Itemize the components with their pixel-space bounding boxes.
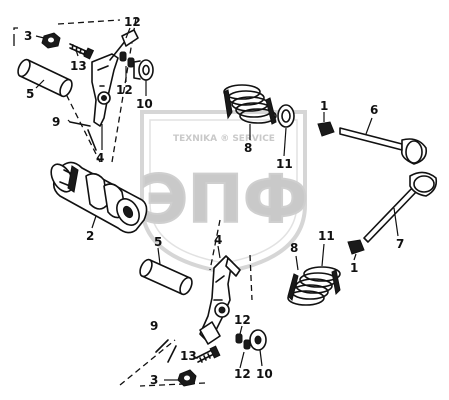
- rocker-shaft-bottom: [139, 258, 193, 296]
- rocker-shaft-top: [17, 58, 73, 98]
- valve-retainer-top: [317, 121, 335, 137]
- callout-9-bottom: 9: [150, 319, 158, 333]
- callout-6: 6: [370, 103, 378, 117]
- callout-3-bottom: 3: [150, 373, 158, 387]
- callout-12-top-b: 12: [116, 83, 133, 97]
- callout-9-top: 9: [52, 115, 60, 129]
- adjusting-nut-top: [41, 32, 61, 49]
- callout-leaders: [35, 27, 399, 381]
- pins-bottom: [235, 333, 251, 350]
- callout-8-top: 8: [244, 141, 252, 155]
- rocker-arm-bottom: [199, 255, 241, 345]
- valve-spring-bottom: [287, 266, 341, 306]
- pins-top: [119, 51, 135, 68]
- callout-13-bottom: 13: [180, 349, 197, 363]
- callout-10-top: 10: [136, 97, 153, 111]
- callout-3-top: 3: [24, 29, 32, 43]
- callout-labels: 3 13 12 12 10 5 9 4 2 8 11 1 6 7 8 11 1 …: [24, 15, 404, 387]
- watermark-main-text: ЭПФ: [139, 161, 308, 238]
- callout-11-bottom: 11: [318, 229, 335, 243]
- callout-5-top: 5: [26, 87, 34, 101]
- callout-8-bottom: 8: [290, 241, 298, 255]
- watermark: TEXNIKA ® SERVICE ЭПФ: [138, 110, 310, 275]
- callout-1-bottom: 1: [350, 261, 358, 275]
- valve-spring-top: [223, 84, 277, 125]
- valve-retainer-bottom: [347, 239, 365, 255]
- valve-bottom: [363, 171, 438, 243]
- callout-13-top: 13: [70, 59, 87, 73]
- callout-1-top: 1: [320, 99, 328, 113]
- callout-7: 7: [396, 237, 404, 251]
- callout-11-top: 11: [276, 157, 293, 171]
- washer-bottom: [249, 329, 267, 351]
- adjusting-screw-top: [69, 43, 95, 60]
- push-rod-guide-bottom: [155, 339, 177, 363]
- callout-2-bottom-12a: 12: [234, 313, 251, 327]
- rocker-arm-top: [91, 29, 139, 127]
- callout-5-bottom: 5: [154, 235, 162, 249]
- adjusting-screw-bottom: [195, 345, 221, 363]
- spring-seat-top: [277, 104, 295, 128]
- washer-top: [133, 59, 154, 81]
- callout-10-bottom: 10: [256, 367, 273, 381]
- callout-12-top-a: 12: [124, 15, 141, 29]
- callout-2: 2: [86, 229, 94, 243]
- push-rod-guide-top: [69, 121, 97, 151]
- callout-12-bottom-b: 12: [234, 367, 251, 381]
- valve-top: [339, 127, 428, 165]
- callout-4-top: 4: [96, 151, 104, 165]
- watermark-top-text: TEXNIKA ® SERVICE: [173, 134, 275, 144]
- callout-4-bottom: 4: [214, 233, 222, 247]
- camshaft: [50, 161, 148, 234]
